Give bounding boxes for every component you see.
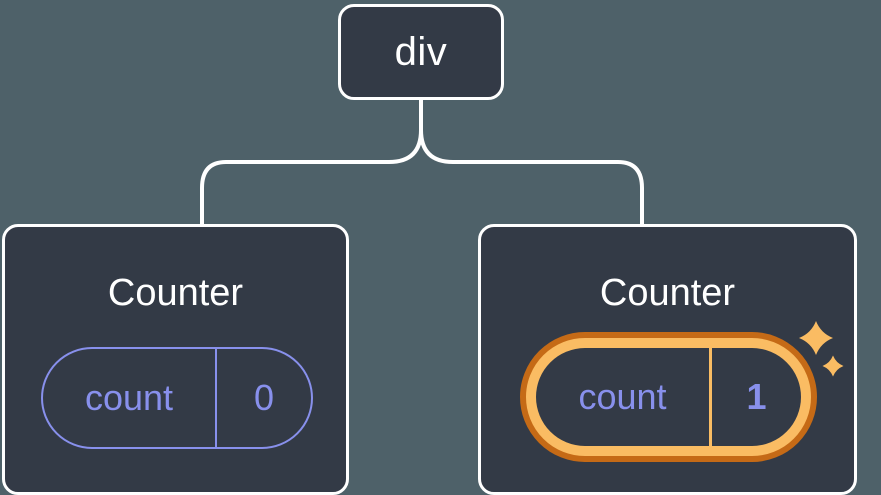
- root-node: div: [338, 4, 504, 100]
- connector-left-branch: [200, 98, 423, 228]
- counter-card-right: Counter count 1: [478, 224, 857, 495]
- counter-card-left: Counter count 0: [2, 224, 349, 495]
- root-node-label: div: [394, 29, 448, 74]
- big-sparkle-icon: [799, 321, 833, 355]
- small-sparkle-icon: [822, 355, 844, 377]
- state-pill: count 0: [41, 347, 313, 449]
- state-key: count: [536, 348, 712, 446]
- state-key: count: [43, 349, 217, 447]
- state-pill-highlighted: count 1: [520, 332, 817, 462]
- state-value: 0: [253, 377, 275, 418]
- card-title: Counter: [107, 272, 244, 314]
- connector-right-branch: [419, 98, 644, 228]
- state-pill-inner: count 1: [536, 348, 801, 446]
- state-value: 1: [746, 376, 767, 417]
- card-title: Counter: [599, 272, 736, 314]
